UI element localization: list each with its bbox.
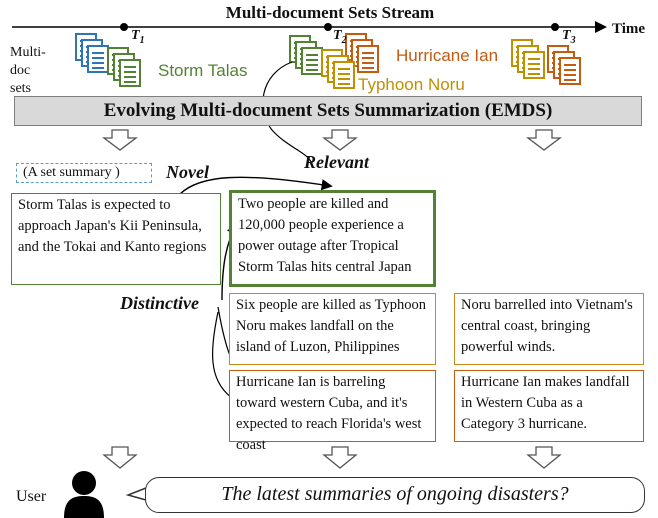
user-query-bubble: The latest summaries of ongoing disaster… bbox=[145, 477, 645, 513]
t1-blue-doc-icons bbox=[75, 33, 109, 73]
storm-talas-label: Storm Talas bbox=[158, 61, 248, 80]
distinctive-label: Distinctive bbox=[120, 293, 199, 313]
t3-label: T3 bbox=[562, 28, 576, 46]
distinctive-connector-ian bbox=[211, 311, 233, 399]
multidoc-line1: Multi-doc bbox=[10, 45, 46, 78]
relevant-connector bbox=[262, 61, 313, 165]
set-summary-label: (A set summary ) bbox=[16, 163, 152, 183]
time-label: Time bbox=[612, 21, 646, 37]
t1-green-doc-icons bbox=[107, 47, 141, 87]
hurricane-ian-label: Hurricane Ian bbox=[396, 46, 499, 65]
emds-output-arrows bbox=[102, 129, 562, 151]
user-label: User bbox=[16, 488, 47, 505]
t1-label: T1 bbox=[131, 28, 145, 46]
typhoon-noru-label: Typhoon Noru bbox=[358, 75, 465, 94]
summary-t2-ian: Hurricane Ian is barreling toward wester… bbox=[229, 370, 436, 453]
stream-title: Multi-document Sets Stream bbox=[225, 3, 435, 22]
novel-arrow bbox=[179, 176, 333, 195]
multidoc-sets-label: Multi-doc sets bbox=[10, 44, 60, 98]
summary-t2-noru: Six people are killed as Typhoon Noru ma… bbox=[229, 293, 436, 365]
bubble-tail bbox=[125, 487, 147, 501]
summary-t3-ian: Hurricane Ian makes landfall in Western … bbox=[454, 370, 644, 442]
timeline-t2-dot bbox=[324, 23, 332, 31]
novel-label: Novel bbox=[166, 162, 209, 182]
multidoc-line2: sets bbox=[10, 81, 31, 96]
summary-t3-noru: Noru barrelled into Vietnam's central co… bbox=[454, 293, 644, 365]
t2-green-doc-icons bbox=[289, 35, 323, 75]
t2-label: T2 bbox=[333, 28, 347, 46]
query-arrows bbox=[102, 446, 562, 469]
t3-yellow-doc-icons bbox=[511, 39, 545, 79]
emds-bar: Evolving Multi-document Sets Summarizati… bbox=[14, 96, 642, 126]
timeline-t1-dot bbox=[120, 23, 128, 31]
user-icon bbox=[64, 471, 104, 518]
summary-t2-talas: Two people are killed and 120,000 people… bbox=[229, 190, 436, 287]
t3-orange-doc-icons bbox=[547, 45, 581, 85]
relevant-label: Relevant bbox=[304, 152, 369, 172]
summary-t1-talas: Storm Talas is expected to approach Japa… bbox=[11, 193, 221, 285]
timeline-t3-dot bbox=[551, 23, 559, 31]
